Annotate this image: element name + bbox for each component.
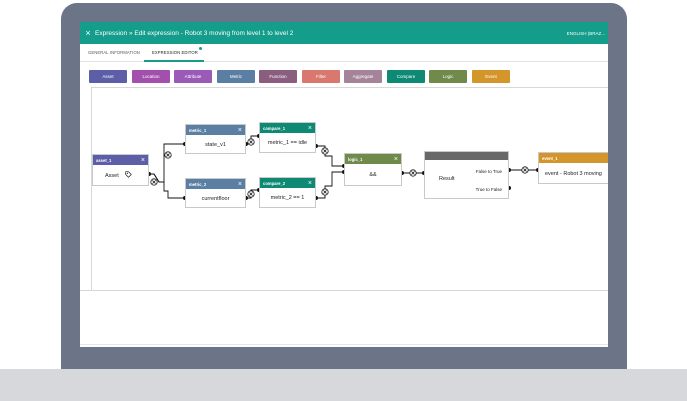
node-event-1-header[interactable]: event_1	[539, 153, 608, 163]
app-screen: × Expression » Edit expression - Robot 3…	[80, 22, 608, 347]
node-asset-1-body: Asset	[93, 165, 148, 186]
output-false-to-true: False to True	[475, 169, 502, 174]
expression-canvas[interactable]	[91, 87, 608, 290]
node-metric-1[interactable]: metric_1 × state_v1	[185, 124, 246, 154]
node-title: logic_1	[348, 156, 363, 162]
close-icon[interactable]: ×	[140, 156, 145, 164]
node-title: compare_2	[263, 180, 286, 186]
node-result[interactable]: Result False to True True to False	[424, 151, 509, 199]
node-title: event_1	[542, 155, 558, 161]
tool-logic-button[interactable]: Logic	[429, 70, 467, 83]
node-title: asset_1	[96, 157, 112, 163]
wire-delete-icons	[150, 138, 529, 198]
tool-metric-button[interactable]: Metric	[217, 70, 255, 83]
node-logic-1-header[interactable]: logic_1 ×	[345, 154, 401, 164]
node-logic-1[interactable]: logic_1 × &&	[344, 153, 402, 186]
node-metric-1-body: state_v1	[205, 141, 226, 148]
canvas-bottom-divider	[80, 290, 608, 291]
tool-aggregate-button[interactable]: Aggregate	[344, 70, 382, 83]
node-label: Result	[439, 176, 455, 182]
tool-location-button[interactable]: Location	[132, 70, 170, 83]
tool-compare-button[interactable]: Compare	[387, 70, 425, 83]
footer-divider	[80, 344, 608, 345]
tool-attribute-button[interactable]: Attribute	[174, 70, 212, 83]
node-metric-1-header[interactable]: metric_1 ×	[186, 125, 245, 135]
node-title: metric_2	[189, 181, 207, 187]
node-compare-1-body: metric_1 == idle	[267, 140, 308, 146]
output-true-to-false: True to False	[475, 187, 502, 192]
tool-asset-button[interactable]: Asset	[89, 70, 127, 83]
node-label: Asset	[105, 172, 119, 179]
tool-filter-button[interactable]: Filter	[302, 70, 340, 83]
node-logic-1-body: &&	[369, 172, 377, 178]
node-asset-1[interactable]: asset_1 × Asset	[92, 154, 149, 186]
close-icon[interactable]: ×	[393, 155, 398, 163]
node-compare-1-header[interactable]: compare_1 ×	[260, 123, 315, 133]
tool-function-button[interactable]: Function	[259, 70, 297, 83]
laptop-base	[0, 369, 687, 401]
close-icon[interactable]: ×	[237, 126, 242, 134]
tab-bar: GENERAL INFORMATION EXPRESSION EDITOR	[80, 44, 608, 62]
node-compare-2-header[interactable]: compare_2 ×	[260, 178, 315, 188]
node-metric-2-body: currentfloor	[201, 195, 230, 202]
node-event-1[interactable]: event_1 event - Robot 3 moving	[538, 152, 608, 184]
node-metric-2[interactable]: metric_2 × currentfloor	[185, 178, 246, 208]
node-event-1-body: event - Robot 3 moving	[545, 170, 602, 177]
close-icon[interactable]: ×	[237, 180, 242, 188]
node-title: metric_1	[189, 127, 207, 133]
tab-general-information[interactable]: GENERAL INFORMATION	[88, 50, 140, 55]
tool-event-button[interactable]: Event	[472, 70, 510, 83]
node-compare-2[interactable]: compare_2 × metric_2 == 1	[259, 177, 316, 208]
language-selector[interactable]: ENGLISH (BRAZ...	[566, 30, 605, 36]
node-result-header[interactable]	[425, 152, 508, 160]
close-icon[interactable]: ×	[307, 124, 312, 132]
dialog-title-bar: × Expression » Edit expression - Robot 3…	[80, 22, 608, 44]
node-compare-1[interactable]: compare_1 × metric_1 == idle	[259, 122, 316, 153]
tag-icon	[125, 171, 132, 180]
node-result-body: Result False to True True to False	[425, 160, 508, 198]
node-metric-2-header[interactable]: metric_2 ×	[186, 179, 245, 189]
tab-expression-editor[interactable]: EXPRESSION EDITOR	[152, 50, 198, 55]
node-compare-2-body: metric_2 == 1	[270, 195, 305, 201]
active-tab-indicator	[144, 60, 204, 62]
close-icon[interactable]: ×	[85, 28, 91, 38]
unsaved-indicator-dot	[199, 47, 202, 50]
dialog-title: Expression » Edit expression - Robot 3 m…	[95, 29, 294, 37]
close-icon[interactable]: ×	[307, 179, 312, 187]
node-title: compare_1	[263, 125, 286, 131]
node-asset-1-header[interactable]: asset_1 ×	[93, 155, 148, 165]
